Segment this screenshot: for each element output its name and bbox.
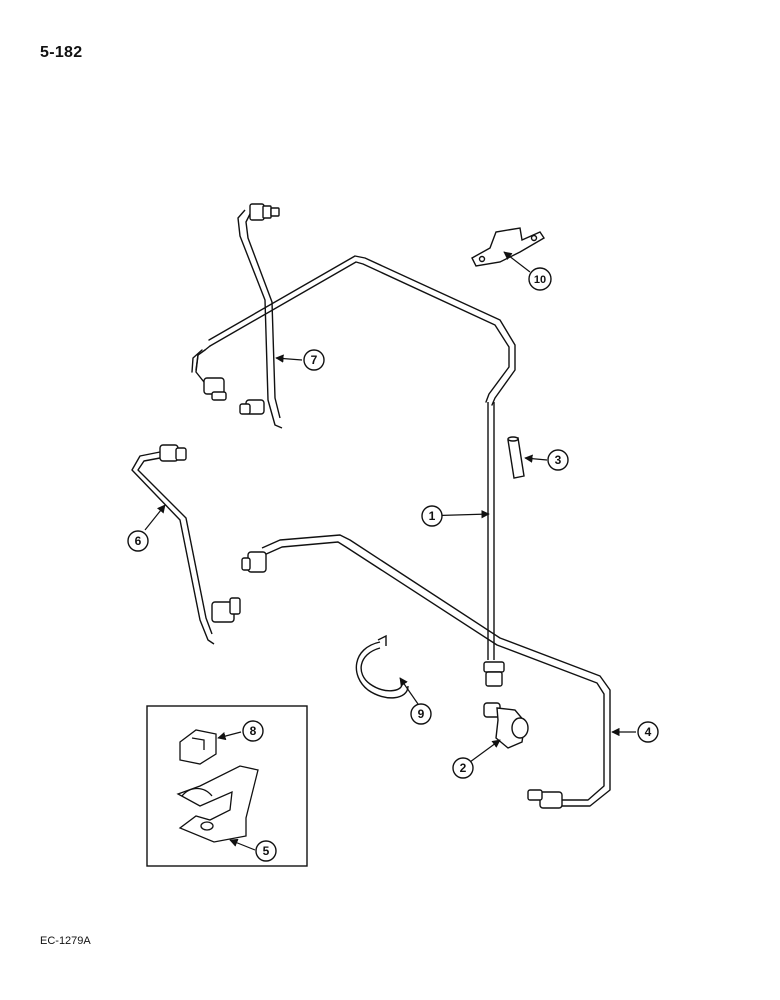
tube-1-nut — [483, 661, 505, 673]
leader-3 — [524, 454, 548, 463]
leader-5 — [229, 838, 256, 851]
tube-1-fitting — [485, 671, 503, 687]
tube-4-inner — [263, 541, 605, 801]
callout-label: 6 — [135, 534, 142, 548]
strap-clamp-body — [471, 227, 545, 267]
callout-circle — [452, 757, 474, 779]
callout-5: 5 — [255, 840, 277, 862]
callout-label: 4 — [645, 725, 652, 739]
callout-7: 7 — [303, 349, 325, 371]
callout-circle — [127, 530, 149, 552]
clip-bracket-hole — [200, 821, 214, 831]
leader-7 — [275, 354, 303, 363]
tube-7-fitting-top — [262, 205, 272, 219]
callout-circle — [410, 703, 432, 725]
figure-code: EC-1279A — [40, 935, 91, 947]
fitting-end-mid — [239, 403, 251, 415]
hose-clamp — [355, 634, 409, 699]
tube-6-outer — [131, 451, 215, 645]
callout-1: 1 — [421, 505, 443, 527]
tube-1 — [483, 402, 505, 687]
callout-label: 2 — [460, 761, 467, 775]
tube-6-end-bottom — [229, 597, 241, 615]
callout-circle — [421, 505, 443, 527]
callout-label: 1 — [429, 509, 436, 523]
callout-2: 2 — [452, 757, 474, 779]
tube-4-nut-right — [539, 791, 563, 809]
callout-label: 3 — [555, 453, 562, 467]
clip-bracket — [176, 765, 259, 843]
leader-10 — [503, 251, 531, 273]
tube-4-outer — [261, 534, 611, 807]
callout-circle — [528, 267, 552, 291]
elbow-fitting — [483, 702, 529, 749]
leader-9 — [399, 677, 419, 705]
tube-7-fitting-end-top — [270, 207, 280, 217]
page-number: 5-182 — [40, 44, 83, 61]
tube-7-fittings-lower — [203, 377, 265, 415]
clip-bracket-body — [176, 765, 259, 843]
tube-6 — [131, 444, 241, 645]
clip-bracket-curl — [181, 787, 213, 797]
tube-6-end-top — [175, 447, 187, 461]
fitting-end-left — [211, 391, 227, 401]
elbow-port — [511, 717, 529, 739]
callout-6: 6 — [127, 530, 149, 552]
tube-7-run-inner — [209, 261, 510, 403]
tube-6-inner — [137, 457, 213, 635]
callout-9: 9 — [410, 703, 432, 725]
clip-insert — [179, 729, 217, 765]
hose-clamp-outer — [355, 641, 409, 699]
callout-label: 7 — [311, 353, 318, 367]
callout-circle — [637, 721, 659, 743]
callout-label: 10 — [534, 274, 546, 286]
tube-4 — [241, 534, 611, 809]
tube-7 — [191, 255, 516, 406]
tube-7-vertical-body — [237, 209, 283, 429]
callout-10: 10 — [528, 267, 552, 291]
strap-clamp-hole-right — [530, 234, 538, 242]
sleeve — [507, 436, 525, 479]
tube-7-bend — [191, 345, 211, 373]
callout-label: 5 — [263, 844, 270, 858]
leader-8 — [217, 731, 242, 741]
callout-circle — [303, 349, 325, 371]
tube-7-nut-top — [249, 203, 265, 221]
strap-clamp — [471, 227, 545, 267]
leader-2 — [469, 739, 501, 763]
tube-4-end-left — [241, 557, 251, 571]
callout-circle — [255, 840, 277, 862]
clip-insert-detail — [191, 737, 205, 750]
callout-4: 4 — [637, 721, 659, 743]
inset-detail — [146, 705, 308, 867]
sleeve-end — [507, 436, 519, 442]
callout-8: 8 — [242, 720, 264, 742]
inset-border — [146, 705, 308, 867]
leader-6 — [144, 504, 166, 531]
tube-7-vertical — [237, 203, 283, 429]
callout-circle — [547, 449, 569, 471]
callout-label: 9 — [418, 707, 425, 721]
hose-clamp-tab — [377, 634, 387, 646]
callout-3: 3 — [547, 449, 569, 471]
tube-4-end-right — [527, 789, 543, 801]
callout-label: 8 — [250, 724, 257, 738]
clip-insert-body — [179, 729, 217, 765]
tube-1-body — [487, 402, 495, 660]
strap-clamp-hole-left — [478, 255, 486, 263]
tube-7-run-outer — [195, 255, 516, 406]
callout-circle — [242, 720, 264, 742]
hose-clamp-inner — [360, 647, 403, 692]
sleeve-body — [507, 437, 525, 479]
